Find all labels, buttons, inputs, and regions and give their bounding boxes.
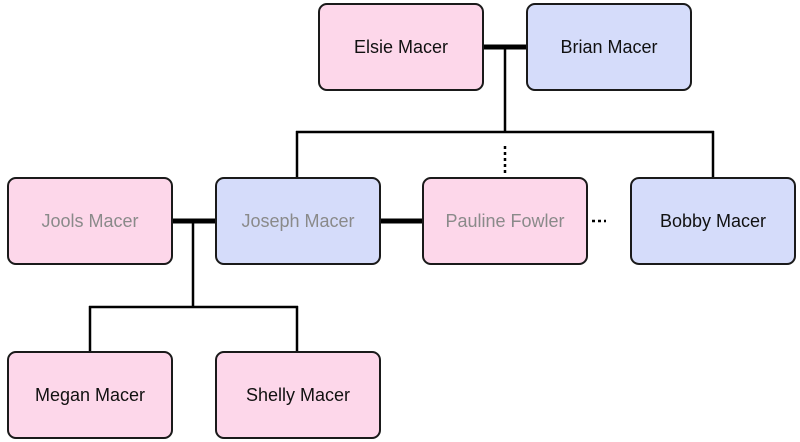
person-node-pauline-fowler: Pauline Fowler xyxy=(422,177,588,265)
person-node-megan-macer: Megan Macer xyxy=(7,351,173,439)
person-name: Pauline Fowler xyxy=(445,210,565,231)
person-name: Megan Macer xyxy=(34,384,146,405)
person-name: Joseph Macer xyxy=(241,210,355,231)
person-name: Bobby Macer xyxy=(659,210,767,231)
person-name: Elsie Macer xyxy=(353,36,449,57)
person-node-elsie-macer: Elsie Macer xyxy=(318,3,484,91)
person-node-brian-macer: Brian Macer xyxy=(526,3,692,91)
person-node-jools-macer: Jools Macer xyxy=(7,177,173,265)
person-name: Shelly Macer xyxy=(245,384,351,405)
person-node-shelly-macer: Shelly Macer xyxy=(215,351,381,439)
person-name: Brian Macer xyxy=(560,36,658,57)
person-node-bobby-macer: Bobby Macer xyxy=(630,177,796,265)
person-name: Jools Macer xyxy=(41,210,139,231)
person-node-joseph-macer: Joseph Macer xyxy=(215,177,381,265)
